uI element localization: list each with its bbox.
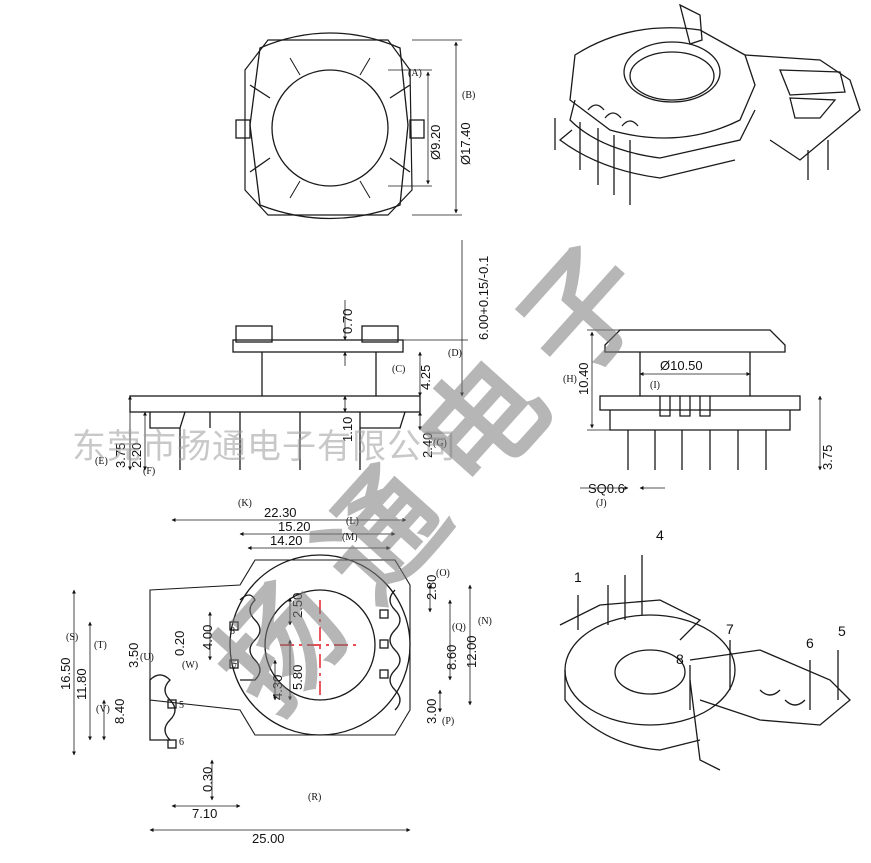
ref-q-label: (Q) <box>452 622 466 633</box>
ref-a-label: (A) <box>408 68 422 79</box>
dim-8-60: 8.60 <box>444 645 459 670</box>
dim-4-25: 4.25 <box>418 365 433 390</box>
ref-d-label: (D) <box>448 348 462 359</box>
ref-u-label: (U) <box>140 652 154 663</box>
dim-pin-square: SQ0.6 <box>588 481 625 496</box>
dim-15-20: 15.20 <box>278 519 311 534</box>
isometric-top-view <box>554 3 861 205</box>
ref-k-label: (K) <box>238 498 252 509</box>
ref-o-label: (O) <box>436 568 450 579</box>
ref-c-label: (C) <box>392 364 405 375</box>
dim-14-20: 14.20 <box>270 533 303 548</box>
ref-h-label: (H) <box>563 374 577 385</box>
pin-label-5: 5 <box>838 623 846 639</box>
dim-2-40: 2.40 <box>420 433 435 458</box>
watermark-big: 扬 通 电 子 <box>193 223 674 736</box>
dim-25-00: 25.00 <box>252 831 285 846</box>
dim-2-80: 2.80 <box>424 575 439 600</box>
ref-n-label: (N) <box>478 616 492 627</box>
pin-label-4: 4 <box>656 527 664 543</box>
top-view-dims <box>388 39 462 216</box>
top-view <box>235 32 425 220</box>
watermark-char-4: 子 <box>494 223 674 402</box>
ref-m-label: (M) <box>342 532 358 543</box>
bottom-view <box>149 554 411 749</box>
ref-s-label: (S) <box>66 632 78 643</box>
dim-3-75-side: 3.75 <box>820 445 835 470</box>
dim-16-50: 16.50 <box>58 657 73 690</box>
ref-v-label: (V) <box>96 704 110 715</box>
watermark-char-1: 扬 <box>193 558 373 737</box>
pad-5-label: 5 <box>179 700 184 711</box>
dim-1-10: 1.10 <box>340 417 355 442</box>
dim-3-00: 3.00 <box>424 699 439 724</box>
dim-height-tolerance: 6.00+0.15/-0.1 <box>476 256 491 340</box>
dim-5-80: 5.80 <box>290 665 305 690</box>
bottom-view-centermark <box>280 600 360 700</box>
dim-thickness: 0.70 <box>340 309 355 334</box>
ref-p-label: (P) <box>442 716 454 727</box>
dim-12-00: 12.00 <box>464 635 479 668</box>
dim-2-50: 2.50 <box>290 593 305 618</box>
ref-l-label: (L) <box>346 516 359 527</box>
pin-label-1: 1 <box>574 569 582 585</box>
ref-w-label: (W) <box>182 660 198 671</box>
dim-height-10-40: 10.40 <box>576 362 591 395</box>
dim-11-80: 11.80 <box>74 668 89 700</box>
inner-diameter-dim: Ø9.20 <box>428 125 443 160</box>
dim-0-20-top: 0.20 <box>172 631 187 656</box>
bottom-view-dims <box>72 518 472 832</box>
pad-6-label: 6 <box>179 737 184 748</box>
watermark-char-3: 电 <box>394 335 574 514</box>
dim-3-50: 3.50 <box>126 643 141 668</box>
pad-7-label: 7 <box>232 662 237 673</box>
isometric-bottom-view <box>559 555 851 771</box>
dim-4-00: 4.00 <box>200 625 215 650</box>
dim-4-30: 4.30 <box>270 675 285 700</box>
pin-label-8: 8 <box>676 651 684 667</box>
ref-j-label: (J) <box>596 498 607 509</box>
dim-0-30: 0.30 <box>200 767 215 792</box>
dim-8-40: 8.40 <box>112 699 127 724</box>
ref-g-label: (G) <box>433 438 447 449</box>
pad-8-label: 8 <box>230 626 235 637</box>
outer-diameter-dim: Ø17.40 <box>458 122 473 165</box>
ref-f-label: (F) <box>143 466 155 477</box>
pin-label-6: 6 <box>806 635 814 651</box>
watermark-char-2: 通 <box>293 446 473 625</box>
ref-b-label: (B) <box>462 90 475 101</box>
dim-22-30: 22.30 <box>264 505 297 520</box>
pin-label-7: 7 <box>726 621 734 637</box>
watermark-company-name: 东莞市扬通电子有限公司 <box>72 428 457 466</box>
dim-7-10: 7.10 <box>192 806 217 821</box>
ref-i-label: (I) <box>650 380 660 391</box>
dim-2-20: 2.20 <box>129 443 144 468</box>
dim-3-75-front: 3.75 <box>113 443 128 468</box>
ref-e-label: (E) <box>95 456 108 467</box>
ref-t-label: (T) <box>94 640 107 651</box>
ref-r-label: (R) <box>308 792 321 803</box>
dim-core-diameter: Ø10.50 <box>660 358 703 373</box>
front-view-dims <box>128 240 468 471</box>
side-view-dims <box>580 329 822 490</box>
front-view <box>129 325 421 470</box>
